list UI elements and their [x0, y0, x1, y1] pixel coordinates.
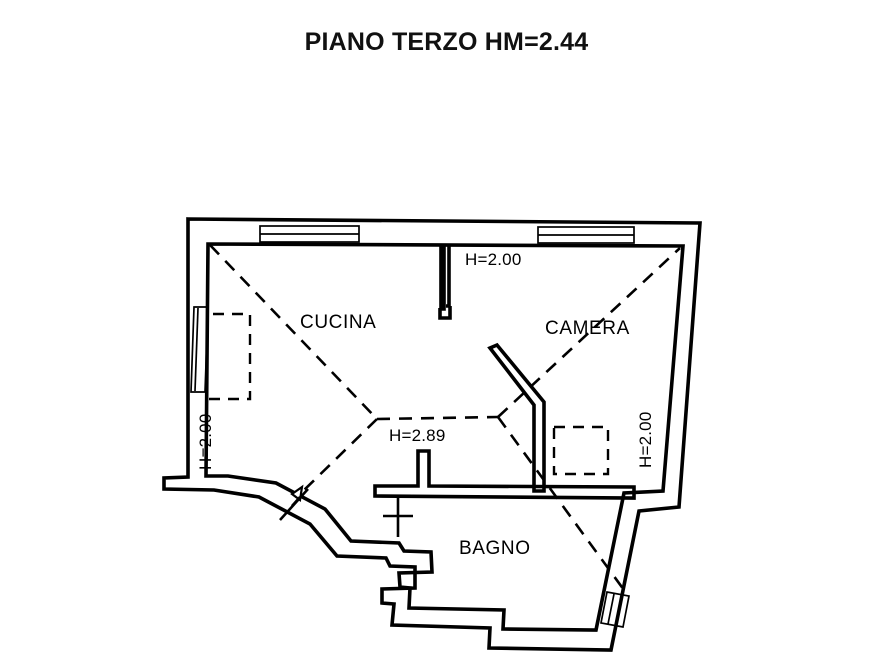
room-label-cucina: CUCINA — [300, 312, 376, 333]
roof-slope-cucina — [202, 312, 252, 401]
ridge-center — [376, 415, 499, 421]
height-label-right: H=2.00 — [636, 412, 655, 469]
partition-camera-angled — [487, 342, 546, 493]
ridge-camera-upper — [497, 247, 681, 418]
window-left-wall — [190, 306, 209, 393]
partition-bagno-top — [373, 449, 636, 500]
inner-wall-outline — [204, 242, 685, 632]
height-label-left: H=2.00 — [196, 414, 215, 471]
ridge-camera-lower — [496, 416, 626, 591]
ridge-cucina-lower — [299, 418, 378, 495]
height-label-center-ridge: H=2.89 — [389, 426, 446, 445]
height-label-top-center: H=2.00 — [465, 250, 522, 269]
interior-door-bagno — [383, 498, 413, 537]
partition-top-center — [438, 246, 452, 320]
roof-ridge-lines — [209, 244, 681, 591]
page-title: PIANO TERZO HM=2.44 — [304, 28, 589, 56]
window-top-right — [537, 226, 635, 244]
outer-wall-outline — [162, 217, 702, 652]
room-label-camera: CAMERA — [545, 318, 630, 339]
window-bottom-right — [600, 591, 630, 628]
room-label-bagno: BAGNO — [459, 538, 531, 559]
window-top-left — [259, 225, 360, 243]
ridge-cucina-upper — [209, 244, 378, 420]
roof-slope-camera — [552, 425, 610, 476]
entry-door-arrow — [279, 484, 309, 521]
